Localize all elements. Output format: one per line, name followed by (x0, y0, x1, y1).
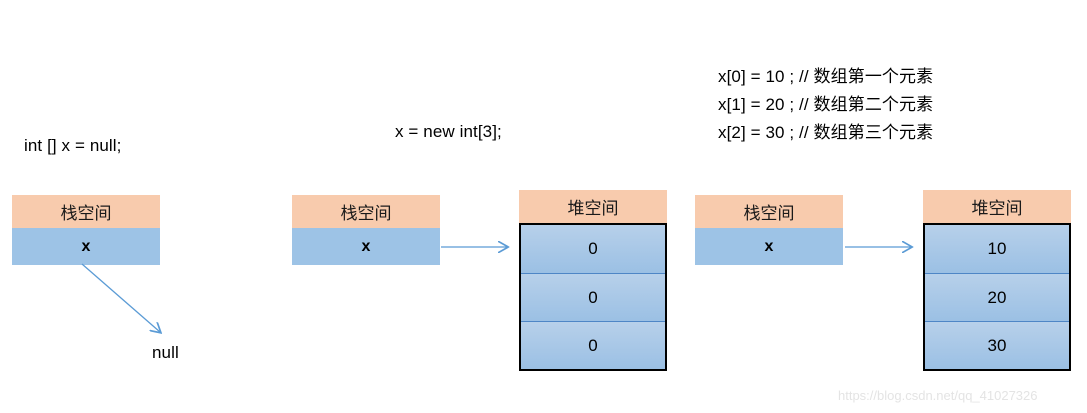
stage2-stack-header: 栈空间 (292, 195, 440, 228)
stage3-heap-cell-2: 30 (925, 321, 1069, 369)
stage3-heap-cell-0: 10 (925, 225, 1069, 273)
stage2-heap-cells: 0 0 0 (519, 223, 667, 371)
caption-assign-line-0: x[0] = 10 ; // 数组第一个元素 (718, 67, 934, 86)
caption-assign-line-1: x[1] = 20 ; // 数组第二个元素 (718, 95, 934, 114)
stage1-stack-header: 栈空间 (12, 195, 160, 228)
stage3-heap-header: 堆空间 (923, 190, 1071, 223)
stage2-heap-cell-2: 0 (521, 321, 665, 369)
stage1-null-arrow (81, 263, 180, 352)
stage2-heap-cell-0: 0 (521, 225, 665, 273)
stage3-heap-cell-1: 20 (925, 273, 1069, 321)
caption-assign-line-2: x[2] = 30 ; // 数组第三个元素 (718, 123, 934, 142)
stage2-heap-header: 堆空间 (519, 190, 667, 223)
stage2-reference-arrow (441, 240, 519, 256)
stage2-heap-cell-1: 0 (521, 273, 665, 321)
caption-allocate: x = new int[3]; (395, 122, 502, 141)
stage3-reference-arrow (845, 240, 923, 256)
stage1-null-label: null (152, 343, 179, 362)
stage3-stack-header: 栈空间 (695, 195, 843, 228)
stage1-stack-cell-x: x (12, 228, 160, 265)
stage1-stack-box: 栈空间 x (12, 195, 160, 265)
stage3-stack-box: 栈空间 x (695, 195, 843, 265)
stage3-stack-cell-x: x (695, 228, 843, 265)
stage3-heap-box: 堆空间 10 20 30 (923, 190, 1071, 371)
stage2-stack-box: 栈空间 x (292, 195, 440, 265)
caption-declare: int [] x = null; (24, 136, 122, 155)
stage2-stack-cell-x: x (292, 228, 440, 265)
watermark: https://blog.csdn.net/qq_41027326 (838, 388, 1038, 403)
stage2-heap-box: 堆空间 0 0 0 (519, 190, 667, 371)
stage3-heap-cells: 10 20 30 (923, 223, 1071, 371)
